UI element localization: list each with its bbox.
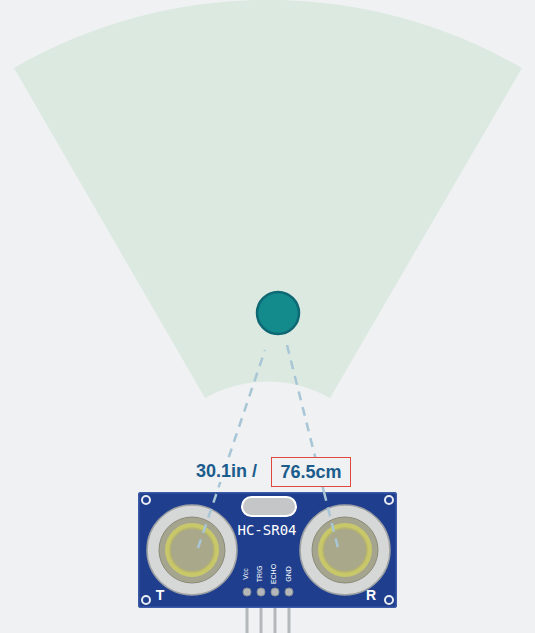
board-artwork (138, 492, 397, 608)
pin-pad (285, 588, 293, 596)
target-object (257, 292, 299, 334)
highlight-box: 76.5cm (271, 457, 350, 487)
echo-path (198, 492, 338, 548)
pin-pad (257, 588, 265, 596)
pin-pad (243, 588, 251, 596)
ultrasonic-transducer (147, 505, 237, 595)
pin-name: GND (285, 566, 293, 582)
pin-pad (271, 588, 279, 596)
crystal-oscillator (242, 497, 296, 516)
mounting-hole (385, 496, 393, 504)
sensor-board: HC-SR04Vcc TRIG ECHO GND T R (138, 492, 397, 608)
mounting-hole (385, 596, 393, 604)
distance-value: 76.5cm (280, 461, 341, 483)
mounting-hole (142, 496, 150, 504)
mounting-hole (142, 596, 150, 604)
detection-cone (14, 0, 522, 398)
pin-name: Vcc (242, 568, 250, 580)
pin-name: TRIG (256, 566, 264, 583)
ultrasonic-transducer (300, 505, 390, 595)
pin-name: ECHO (270, 564, 278, 584)
distance-imperial: 30.1in / (194, 462, 259, 482)
part-name: HC-SR04 (237, 522, 296, 538)
receiver-mark: R (366, 588, 376, 603)
transmitter-mark: T (156, 588, 165, 603)
